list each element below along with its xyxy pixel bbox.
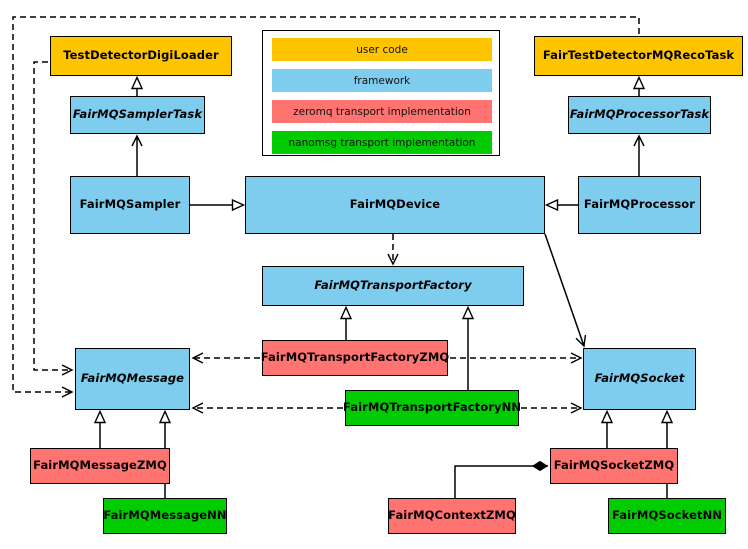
class-label-testdetectordigiloader: TestDetectorDigiLoader [63, 48, 219, 63]
class-label-fairmqmessagezmq: FairMQMessageZMQ [33, 458, 167, 473]
class-label-fairmqprocessortask: FairMQProcessorTask [569, 107, 710, 122]
class-box-fairmqcontextzmq[interactable]: FairMQContextZMQ [388, 498, 516, 534]
class-box-fairtestdetectormqrecotask[interactable]: FairTestDetectorMQRecoTask [534, 36, 743, 76]
class-box-fairmqprocessortask[interactable]: FairMQProcessorTask [568, 96, 711, 134]
legend-panel: user code framework zeromq transport imp… [262, 30, 500, 156]
class-label-fairmqtransportfactorynn: FairMQTransportFactoryNN [342, 400, 522, 415]
class-label-fairmqsocketzmq: FairMQSocketZMQ [553, 458, 675, 473]
class-box-fairmqdevice[interactable]: FairMQDevice [245, 176, 545, 234]
class-label-fairmqsamplertask: FairMQSamplerTask [72, 107, 203, 122]
class-box-testdetectordigiloader[interactable]: TestDetectorDigiLoader [50, 36, 232, 76]
legend-item-framework: framework [272, 69, 492, 92]
class-label-fairmqmessagenn: FairMQMessageNN [103, 508, 227, 523]
class-label-fairmqtransportfactory: FairMQTransportFactory [314, 278, 472, 293]
class-label-fairmqcontextzmq: FairMQContextZMQ [388, 508, 516, 523]
class-label-fairmqsocketnn: FairMQSocketNN [611, 508, 723, 523]
class-box-fairmqmessagenn[interactable]: FairMQMessageNN [103, 498, 227, 534]
legend-label-zeromq: zeromq transport implementation [293, 105, 471, 118]
class-label-fairmqprocessor: FairMQProcessor [583, 197, 696, 212]
edge-digiloader-to-message [33, 61, 72, 370]
class-label-fairmqsocket: FairMQSocket [594, 371, 685, 386]
class-box-fairmqprocessor[interactable]: FairMQProcessor [578, 176, 701, 234]
class-box-fairmqtransportfactory[interactable]: FairMQTransportFactory [262, 266, 524, 306]
legend-label-nanomsg: nanomsg transport implementation [288, 136, 476, 149]
edge-contextzmq-to-socketzmq [454, 466, 548, 498]
class-box-fairmqtransportfactorynn[interactable]: FairMQTransportFactoryNN [342, 390, 522, 426]
class-label-fairmqtransportfactoryzmq: FairMQTransportFactoryZMQ [260, 350, 450, 365]
class-box-fairmqsocket[interactable]: FairMQSocket [583, 348, 696, 410]
class-box-fairmqsamplertask[interactable]: FairMQSamplerTask [70, 96, 205, 134]
class-box-fairmqsampler[interactable]: FairMQSampler [70, 176, 190, 234]
legend-item-user-code: user code [272, 38, 492, 61]
class-label-fairtestdetectormqrecotask: FairTestDetectorMQRecoTask [542, 48, 735, 63]
class-box-fairmqtransportfactoryzmq[interactable]: FairMQTransportFactoryZMQ [260, 340, 450, 376]
legend-label-user-code: user code [356, 43, 408, 56]
legend-item-nanomsg: nanomsg transport implementation [272, 131, 492, 154]
class-box-fairmqmessage[interactable]: FairMQMessage [75, 348, 190, 410]
class-box-fairmqmessagezmq[interactable]: FairMQMessageZMQ [30, 448, 170, 484]
class-box-fairmqsocketnn[interactable]: FairMQSocketNN [608, 498, 726, 534]
class-box-fairmqsocketzmq[interactable]: FairMQSocketZMQ [550, 448, 678, 484]
class-label-fairmqsampler: FairMQSampler [79, 197, 181, 212]
legend-item-zeromq: zeromq transport implementation [272, 100, 492, 123]
class-label-fairmqmessage: FairMQMessage [80, 371, 185, 386]
edge-device-to-socket [544, 233, 584, 346]
class-label-fairmqdevice: FairMQDevice [349, 197, 441, 212]
legend-label-framework: framework [353, 74, 411, 87]
